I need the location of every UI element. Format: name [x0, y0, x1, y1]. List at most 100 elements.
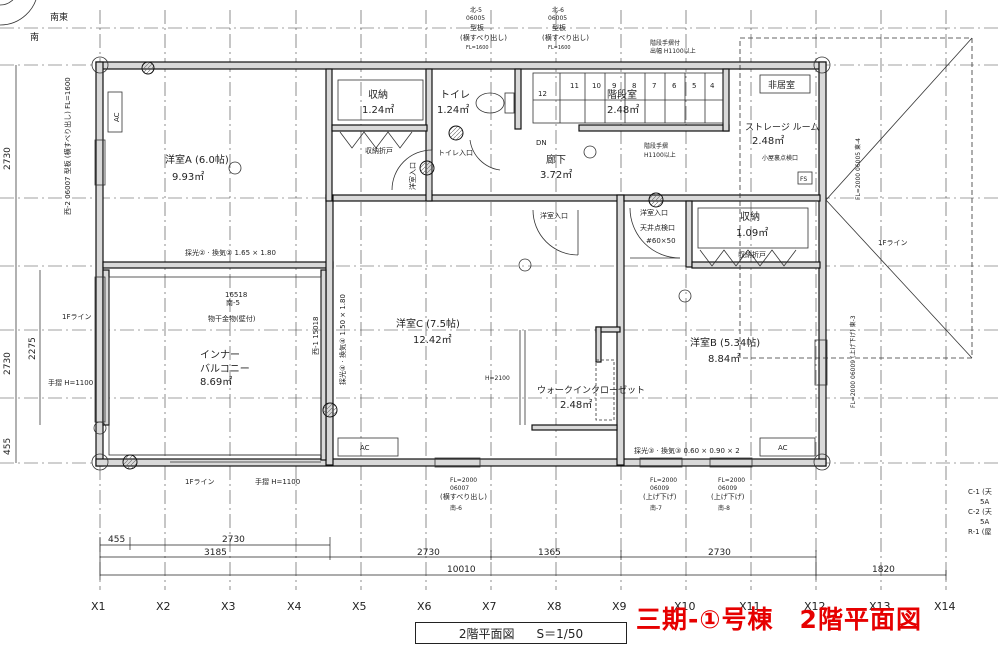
kita6-type: 型板 — [552, 23, 566, 32]
fline-left: 1Fライン — [62, 313, 91, 321]
win-16518: 16518 — [225, 291, 247, 299]
south-windows — [94, 139, 828, 468]
stair-10: 10 — [592, 82, 601, 90]
win-nan5: 南-5 — [226, 298, 240, 307]
youshitsu-iriguchi-1: 洋室入口 — [408, 162, 417, 190]
s-code-2: 06009 — [650, 485, 669, 492]
s-nan7: 南-7 — [650, 504, 662, 512]
dim-left-2730b: 2730 — [3, 352, 13, 375]
exterior-walls — [95, 61, 827, 467]
axis-x1: X1 — [91, 600, 106, 613]
s-open-3: (上げ下げ) — [711, 492, 745, 501]
fline-right: 1Fライン — [878, 239, 907, 247]
balcony-name-1: インナー — [200, 349, 240, 361]
kita5-label: 北-5 — [470, 6, 482, 14]
toilet-iriguchi: トイレ入口 — [438, 149, 473, 157]
staircase — [532, 72, 724, 124]
balcony-edges — [94, 276, 322, 463]
page-caption: 三期-①号棟 2階平面図 — [636, 605, 922, 634]
saiko3-label: 採光③ · 換気③ 0.60 × 0.90 × 2 — [634, 446, 740, 455]
kita6-open: (横すべり出し) — [542, 33, 589, 42]
stair-5: 5 — [692, 82, 696, 90]
axis-x6: X6 — [417, 600, 432, 613]
roof-outline — [739, 37, 973, 359]
kaidan-h-2: H1100以上 — [644, 151, 676, 159]
stair-6: 6 — [672, 82, 677, 90]
s-nan8: 南-8 — [718, 504, 730, 512]
axis-x3: X3 — [221, 600, 236, 613]
compass-south: 南 — [30, 31, 39, 43]
room-b-area: 8.84㎡ — [708, 353, 740, 365]
tesuri-left: 手摺 H=1100 — [48, 378, 93, 387]
axis-x14: X14 — [934, 600, 956, 613]
nishi2-label: 西-2 06007 型板 (横すべり出し) FL=1600 — [63, 77, 72, 215]
dim-left-2275: 2275 — [28, 337, 38, 360]
s-fl-2: FL=2000 — [650, 477, 677, 484]
dim-total: 10010 — [447, 565, 476, 575]
balcony-name-2: バルコニー — [200, 363, 250, 375]
koyaura-label: 小屋裏点検口 — [762, 154, 798, 162]
dim-1820: 1820 — [872, 565, 895, 575]
monohoshi-label: 物干金物(壁付) — [208, 314, 256, 323]
saiko2-label: 採光② · 換気② 1.65 × 1.80 — [185, 248, 276, 257]
room-c-area: 12.42㎡ — [413, 334, 452, 346]
dimension-lines — [15, 65, 947, 580]
grid-lines — [0, 10, 1000, 590]
room-c-name: 洋室C (7.5帖) — [396, 317, 460, 330]
kita5-code: 06005 — [466, 15, 485, 22]
tenjo-tenken: 天井点検口 — [640, 223, 675, 232]
s-code-3: 06009 — [718, 485, 737, 492]
balcony-area: 8.69㎡ — [200, 376, 232, 388]
ac-label-3: AC — [778, 444, 788, 452]
dim-left-455: 455 — [3, 438, 13, 455]
storage-fixtures — [337, 79, 809, 267]
s-fl-1: FL=2000 — [450, 477, 477, 484]
fs-label: FS — [800, 176, 807, 183]
dn-label: DN — [536, 139, 547, 147]
stair-7: 7 — [652, 82, 656, 90]
dim-2730b: 2730 — [417, 548, 440, 558]
room-labels: 洋室A (6.0帖) 9.93㎡ 収納 1.24㎡ トイレ 1.24㎡ 階段室 … — [165, 88, 819, 411]
corner-columns — [91, 56, 831, 471]
kaidan-h: 出幅 H1100以上 — [650, 47, 696, 55]
note-c1: C-1 (天 — [968, 488, 992, 496]
axis-x12: X12 — [804, 600, 826, 613]
axis-x9: X9 — [612, 600, 627, 613]
shuno-oreto-1: 収納折戸 — [365, 146, 393, 155]
dim-3185: 3185 — [204, 548, 227, 558]
ac-units — [107, 91, 816, 457]
axis-x13: X13 — [869, 600, 891, 613]
rouka-area: 3.72㎡ — [540, 169, 572, 181]
tesuri-bottom: 手摺 H=1100 — [255, 477, 300, 486]
axis-x10: X10 — [674, 600, 696, 613]
title-block-scale: S＝1/50 — [536, 626, 584, 641]
s-open-1: (横すべり出し) — [440, 492, 487, 501]
dim-2730a: 2730 — [222, 535, 245, 545]
youshitsu-iriguchi-3: 洋室入口 — [640, 208, 668, 217]
s-open-2: (上げ下げ) — [643, 492, 677, 501]
note-c2b: 5A — [980, 518, 989, 526]
higashi3-label: FL=2000 06009 (上げ下げ) 東-3 — [849, 315, 857, 408]
toilet-area: 1.24㎡ — [437, 104, 469, 116]
room-b-name: 洋室B (5.34帖) — [690, 336, 760, 349]
compass-label: 南東 — [50, 11, 68, 23]
fline-bottom: 1Fライン — [185, 478, 214, 486]
s-fl-3: FL=2000 — [718, 477, 745, 484]
kaidan-area: 2.48㎡ — [607, 104, 639, 116]
higashi4-label: FL=2000 06005 東-4 — [854, 138, 862, 200]
ac-label-2: AC — [360, 444, 370, 452]
kita6-code: 06005 — [548, 15, 567, 22]
door-swings — [391, 139, 681, 259]
shuno1-area: 1.24㎡ — [362, 104, 394, 116]
s-code-1: 06007 — [450, 485, 469, 492]
axis-x5: X5 — [352, 600, 367, 613]
kita5-fl: FL=1600 — [466, 45, 489, 51]
kaidan-tesuri: 階段手摺付 — [650, 39, 680, 47]
dim-left-2730a: 2730 — [3, 147, 13, 170]
title-block: 2階平面図 S＝1/50 — [415, 622, 627, 644]
axis-x4: X4 — [287, 600, 302, 613]
wic-name: ウォークインクローゼット — [537, 384, 645, 396]
stair-12: 12 — [538, 90, 547, 98]
kaidan-tesuri-2: 階段手摺 — [644, 142, 668, 150]
